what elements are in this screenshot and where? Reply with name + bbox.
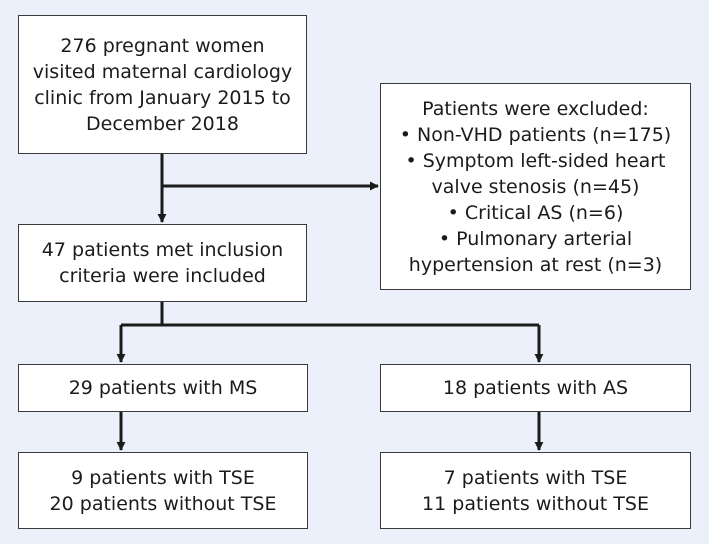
included-line-2: criteria were included: [59, 265, 266, 287]
start-line-3: clinic from January 2015 to: [34, 86, 291, 109]
included-line-1: 47 patients met inclusion: [41, 239, 284, 261]
as-tse-box: 7 patients with TSE 11 patients without …: [380, 452, 691, 529]
start-box: 276 pregnant women visited maternal card…: [18, 15, 307, 154]
excluded-item-2-cont: valve stenosis (n=45): [431, 175, 640, 198]
excluded-heading: Patients were excluded:: [422, 97, 649, 120]
start-line-4: December 2018: [86, 112, 239, 135]
excluded-item-4-cont: hypertension at rest (n=3): [408, 253, 663, 276]
ms-tse-line-2: 20 patients without TSE: [49, 492, 277, 515]
as-tse-line-2: 11 patients without TSE: [422, 492, 649, 515]
ms-tse-box: 9 patients with TSE 20 patients without …: [18, 452, 308, 529]
excluded-item-3: • Critical AS (n=6): [447, 201, 624, 224]
excluded-item-1: • Non-VHD patients (n=175): [399, 123, 672, 146]
as-tse-line-1: 7 patients with TSE: [443, 466, 628, 489]
as-box: 18 patients with AS: [380, 364, 691, 412]
included-box: 47 patients met inclusion criteria were …: [18, 224, 307, 302]
ms-box: 29 patients with MS: [18, 364, 308, 412]
ms-tse-line-1: 9 patients with TSE: [71, 466, 255, 489]
ms-label: 29 patients with MS: [68, 377, 258, 399]
excluded-box: Patients were excluded: • Non-VHD patien…: [380, 83, 691, 290]
start-line-1: 276 pregnant women: [60, 34, 265, 57]
as-label: 18 patients with AS: [442, 377, 629, 399]
start-line-2: visited maternal cardiology: [32, 60, 293, 83]
excluded-item-2: • Symptom left-sided heart: [405, 149, 666, 172]
excluded-item-4: • Pulmonary arterial: [438, 227, 633, 250]
